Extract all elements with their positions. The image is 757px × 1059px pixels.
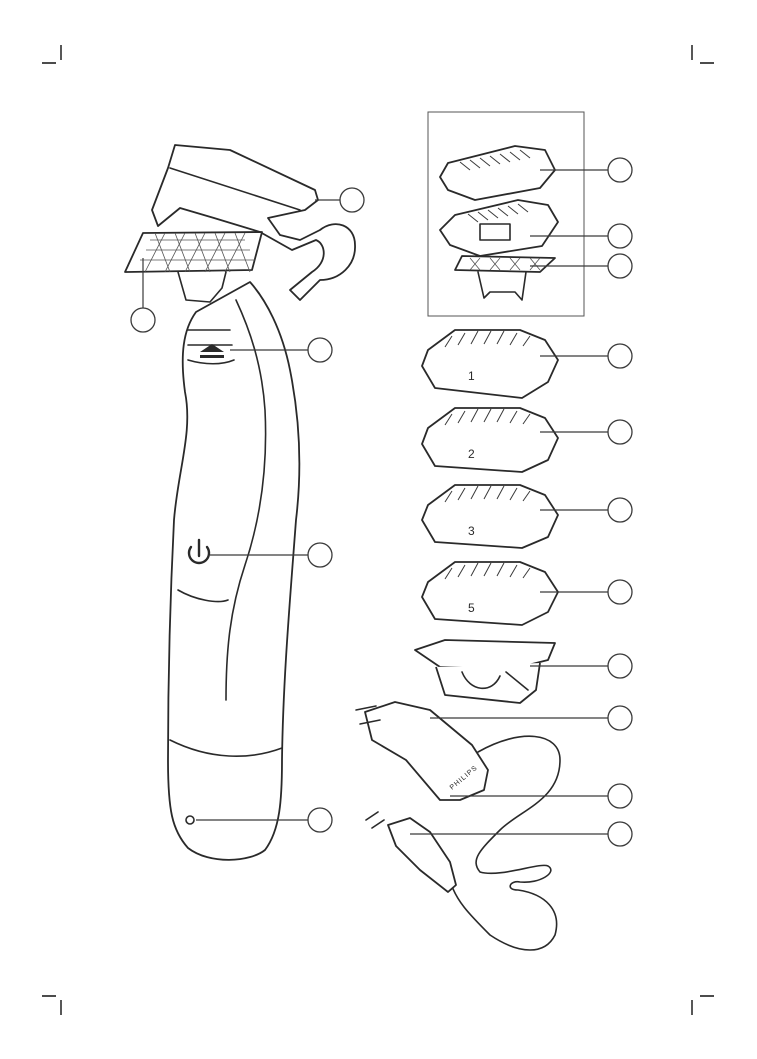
comb-2-label: 2 <box>468 447 475 461</box>
comb-3-label: 3 <box>468 524 475 538</box>
callout-release-button[interactable] <box>308 338 332 362</box>
trimmer-handle <box>168 282 299 860</box>
callout-blade[interactable] <box>131 308 155 332</box>
stubble-blade <box>455 256 555 300</box>
callout-charging-light[interactable] <box>308 808 332 832</box>
small-plug <box>366 812 456 892</box>
callout-comb-2[interactable] <box>608 420 632 444</box>
callout-adapter-plug[interactable] <box>608 784 632 808</box>
stubble-comb-top <box>440 146 555 200</box>
comb-5: 5 <box>422 562 558 625</box>
stubble-comb-base <box>440 200 558 256</box>
callout-stubble-comb-top[interactable] <box>608 158 632 182</box>
callout-stubble-comb-base[interactable] <box>608 224 632 248</box>
skin-guard <box>415 640 555 703</box>
callout-adapter[interactable] <box>608 706 632 730</box>
comb-2: 2 <box>422 408 558 472</box>
comb-3: 3 <box>422 485 558 548</box>
callout-small-plug[interactable] <box>608 822 632 846</box>
callout-power-button[interactable] <box>308 543 332 567</box>
crop-marks <box>42 45 714 1015</box>
callout-comb-1[interactable] <box>608 344 632 368</box>
comb-1: 1 <box>422 330 558 398</box>
blade-guard <box>152 145 355 300</box>
callout-skin-guard[interactable] <box>608 654 632 678</box>
comb-1-label: 1 <box>468 369 475 383</box>
callout-comb-3[interactable] <box>608 498 632 522</box>
adapter: PHILIPS <box>356 702 488 800</box>
callout-comb-5[interactable] <box>608 580 632 604</box>
callout-stubble-blade[interactable] <box>608 254 632 278</box>
comb-5-label: 5 <box>468 601 475 615</box>
callout-blade-guard[interactable] <box>340 188 364 212</box>
